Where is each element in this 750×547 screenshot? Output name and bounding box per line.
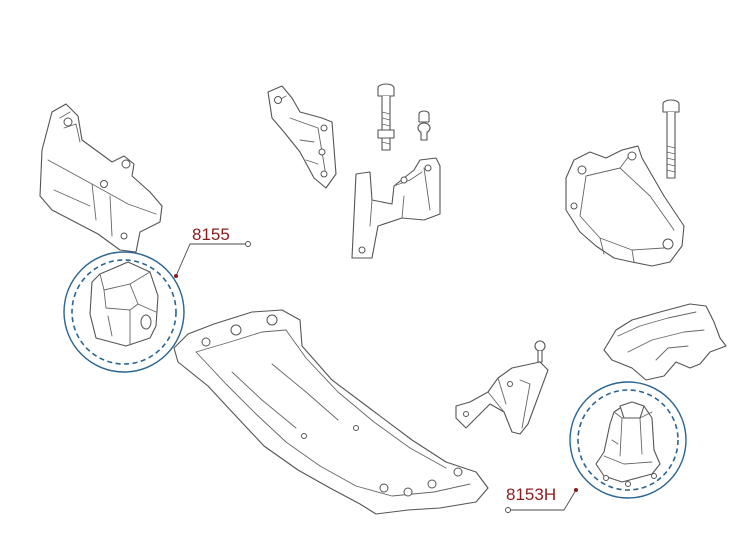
upper-left-mount-bracket — [39, 103, 163, 253]
leader-8153h — [505, 488, 578, 513]
leader-8155 — [174, 241, 251, 278]
bolt — [377, 83, 395, 151]
right-mount-bracket — [565, 145, 685, 267]
small-bracket — [455, 340, 549, 435]
callout-label-8155: 8155 — [192, 225, 230, 244]
crossmember — [173, 309, 489, 515]
transmission-mount-body — [595, 401, 661, 487]
callout-label-8153h: 8153H — [506, 485, 556, 504]
center-bracket — [267, 85, 337, 189]
callout-engine-mount — [63, 251, 185, 373]
long-bolt — [662, 99, 680, 179]
heat-shield — [603, 303, 727, 381]
support-bracket — [351, 157, 441, 259]
small-bolt — [417, 110, 431, 141]
callout-transmission-mount — [569, 381, 687, 499]
rubber-mount-bushing — [89, 261, 159, 347]
